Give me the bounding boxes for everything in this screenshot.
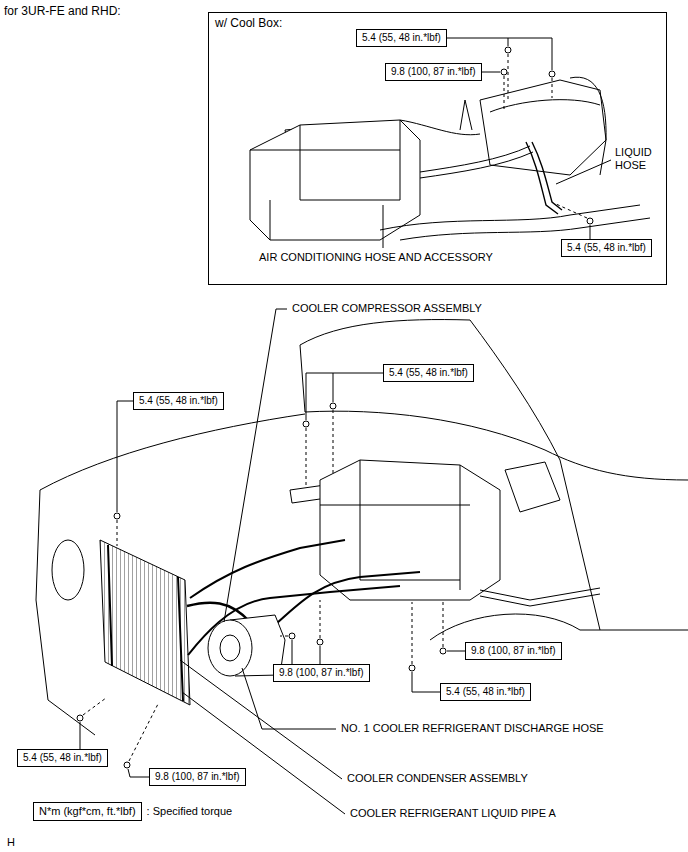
bolt: [114, 513, 120, 519]
cowl-line: [305, 411, 545, 450]
dashed-guide: [504, 76, 505, 112]
hvac-unit: [250, 120, 420, 240]
torque-value: 5.4 (55, 48 in.*lbf): [134, 393, 223, 409]
bolt: [501, 69, 507, 75]
torque-box: 9.8 (100, 87 in.*lbf): [465, 642, 562, 660]
torque-value: 9.8 (100, 87 in.*lbf): [466, 643, 561, 659]
torque-value: 9.8 (100, 87 in.*lbf): [150, 769, 245, 785]
figure-code: H: [6, 836, 16, 849]
torque-value: 9.8 (100, 87 in.*lbf): [274, 665, 369, 681]
leader-line: [292, 640, 320, 664]
inset-frame: w/ Cool Box:5.4 (55, 48 in.*lbf)9.8 (100…: [208, 12, 667, 285]
torque-box: 5.4 (55, 48 in.*lbf): [17, 749, 108, 767]
dashed-guide: [443, 602, 444, 647]
torque-box: 5.4 (55, 48 in.*lbf): [440, 683, 531, 701]
torque-box: 5.4 (55, 48 in.*lbf): [356, 29, 447, 47]
torque-box: 9.8 (100, 87 in.*lbf): [273, 664, 370, 682]
door-line: [560, 460, 600, 630]
leader-line: [306, 373, 383, 420]
bolt: [549, 71, 555, 77]
page-title: for 3UR-FE and RHD:: [4, 4, 121, 18]
torque-value: N*m (kgf*cm, ft.*lbf): [34, 803, 141, 820]
seat-outline: [570, 77, 606, 175]
legend-sample-box: N*m (kgf*cm, ft.*lbf): [33, 802, 142, 821]
cooler-pipe: [480, 588, 600, 606]
bolt: [303, 421, 309, 427]
leader-line: [447, 651, 465, 652]
condenser-tank: [108, 545, 183, 701]
dashed-guide: [556, 204, 587, 218]
part-name: NO. 1 COOLER REFRIGERANT DISCHARGE HOSE: [340, 722, 605, 735]
hood-edge: [40, 414, 305, 490]
bolt: [317, 639, 323, 645]
leader-line: [80, 722, 81, 749]
duct-line: [400, 120, 480, 135]
roof-edge: [300, 320, 470, 345]
bolt: [77, 715, 83, 721]
hvac-detail: [320, 460, 470, 590]
front-edge: [36, 490, 95, 735]
dashed-guide: [280, 600, 320, 638]
torque-value: 5.4 (55, 48 in.*lbf): [384, 365, 473, 381]
part-name: COOLER CONDENSER ASSEMBLY: [346, 772, 529, 785]
bolt: [124, 762, 130, 768]
leader-line: [590, 225, 591, 239]
dashed-guide: [83, 698, 106, 715]
part-name: AIR CONDITIONING HOSE AND ACCESSORY: [258, 251, 494, 264]
cool-box-lid: [490, 100, 600, 112]
cooler-pipe: [420, 146, 533, 178]
compressor-hub: [220, 635, 240, 661]
part-name: COOLER COMPRESSOR ASSEMBLY: [291, 302, 483, 315]
bolt: [505, 47, 511, 53]
liquid-hose: [526, 142, 562, 214]
dashed-guide: [117, 520, 118, 546]
bolt: [587, 218, 593, 224]
bolt: [289, 633, 295, 639]
torque-value: 9.8 (100, 87 in.*lbf): [386, 64, 481, 80]
dashed-guide: [412, 602, 413, 664]
legend-text: : Specified torque: [147, 805, 233, 818]
torque-box: 9.8 (100, 87 in.*lbf): [149, 768, 246, 786]
bolt: [330, 403, 336, 409]
dashed-guide: [508, 54, 552, 100]
dashed-guide: [306, 410, 333, 488]
torque-box: 5.4 (55, 48 in.*lbf): [561, 239, 652, 257]
part-name: COOLER REFRIGERANT LIQUID PIPE A: [349, 807, 557, 820]
headlight: [52, 540, 84, 600]
leader-line: [182, 692, 345, 814]
leader-line: [224, 309, 287, 622]
torque-box: 5.4 (55, 48 in.*lbf): [383, 364, 474, 382]
dashed-guide: [129, 704, 158, 761]
hvac-detail: [250, 120, 400, 240]
part-name: LIQUID HOSE: [614, 146, 662, 172]
fender-arch: [430, 614, 688, 640]
bolt: [440, 648, 446, 654]
suction-pipe: [275, 572, 420, 625]
torque-box: 5.4 (55, 48 in.*lbf): [133, 392, 224, 410]
torque-value: 5.4 (55, 48 in.*lbf): [562, 240, 651, 256]
leader-line: [117, 401, 133, 512]
leader-line: [128, 769, 149, 777]
torque-value: 5.4 (55, 48 in.*lbf): [18, 750, 107, 766]
bolt: [409, 665, 415, 671]
mirror: [505, 462, 560, 512]
condenser: [100, 540, 190, 705]
shift-lever: [460, 100, 472, 130]
leader-line: [412, 672, 440, 692]
a-pillar: [300, 345, 305, 412]
torque-value: 5.4 (55, 48 in.*lbf): [441, 684, 530, 700]
body-line: [545, 450, 688, 480]
torque-value: 5.4 (55, 48 in.*lbf): [357, 30, 446, 46]
compressor-pulley: [208, 620, 252, 676]
leader-line: [383, 205, 384, 248]
floor-line: [380, 205, 650, 240]
cool-box: [480, 80, 606, 175]
leader-line: [556, 160, 611, 184]
torque-box: 9.8 (100, 87 in.*lbf): [385, 63, 482, 81]
